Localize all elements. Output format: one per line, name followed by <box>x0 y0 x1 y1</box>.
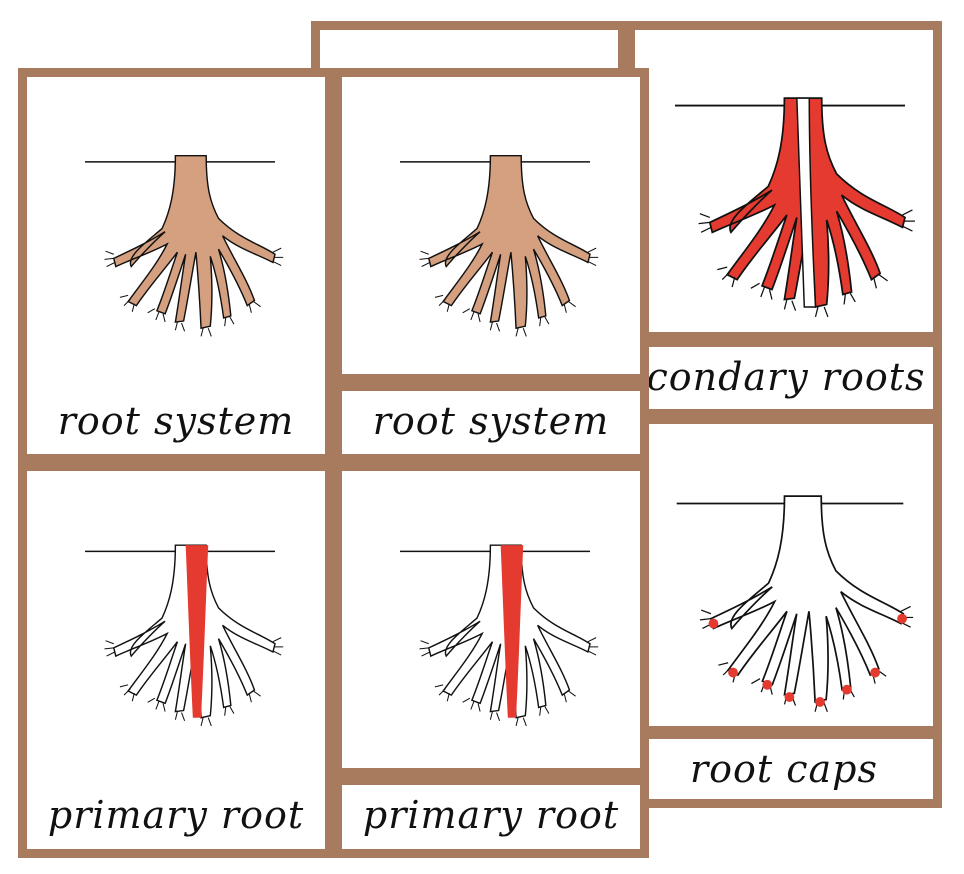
primary-root-label-card[interactable]: primary root <box>333 776 649 858</box>
root-system-control-label: root system <box>57 399 295 443</box>
primary-root-control-illustration-icon <box>85 544 284 727</box>
primary-root-label: primary root <box>362 793 620 837</box>
root-caps-illustration-icon <box>676 495 914 713</box>
primary-root-illustration-icon <box>400 544 599 727</box>
primary-root-control-card[interactable]: primary root <box>18 462 334 858</box>
root-system-control-illustration-icon <box>85 154 284 337</box>
root-caps-label: root caps <box>689 747 879 791</box>
secondary-roots-label: secondary roots <box>635 355 926 399</box>
root-system-control-card[interactable]: root system <box>18 68 334 463</box>
root-system-picture-card[interactable] <box>333 68 649 383</box>
root-system-label-card[interactable]: root system <box>333 382 649 463</box>
primary-root-picture-card[interactable] <box>333 462 649 777</box>
secondary-roots-illustration-icon <box>675 97 916 318</box>
primary-root-control-label: primary root <box>47 793 305 837</box>
secondary-roots-picture-card[interactable] <box>626 21 942 341</box>
root-caps-label-card[interactable]: root caps <box>626 730 942 808</box>
root-caps-picture-card[interactable] <box>626 415 942 735</box>
secondary-roots-label-card[interactable]: secondary roots <box>626 338 942 418</box>
root-system-illustration-icon <box>400 154 599 337</box>
root-system-label: root system <box>372 399 610 443</box>
